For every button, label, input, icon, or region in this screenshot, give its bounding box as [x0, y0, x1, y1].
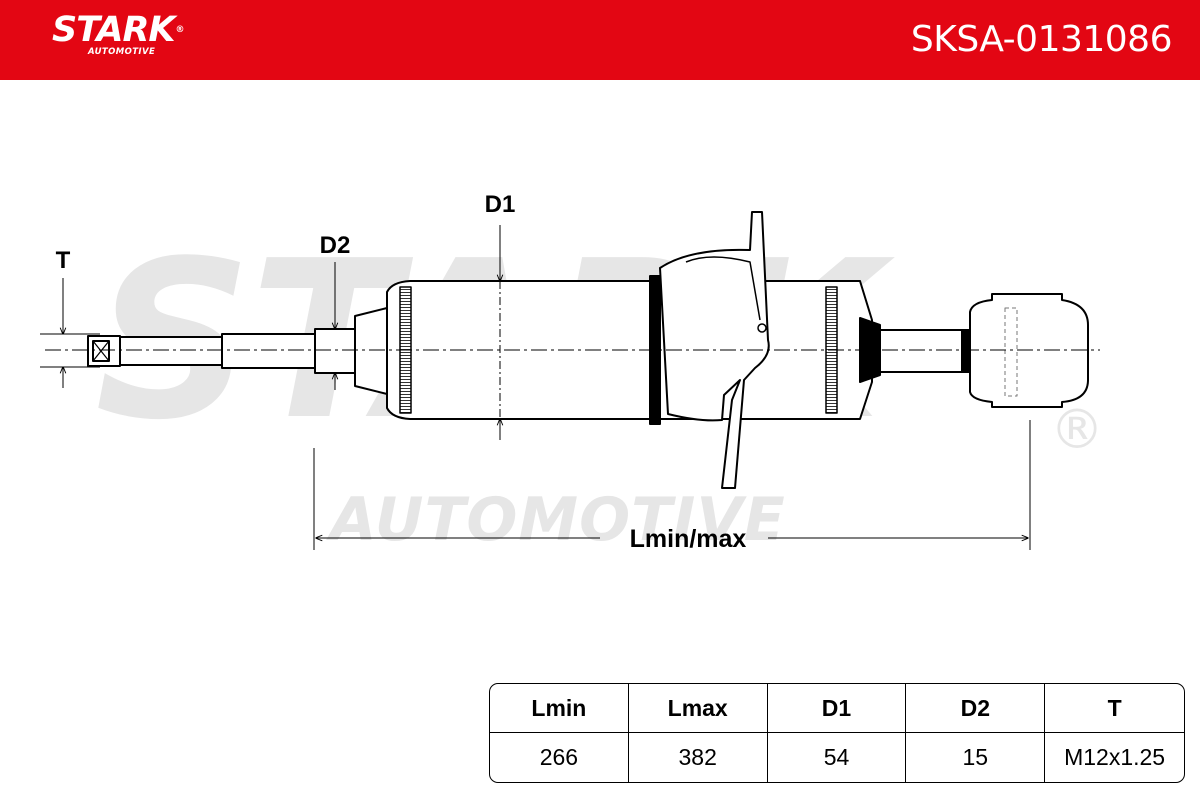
spec-header-row: Lmin Lmax D1 D2 T	[490, 684, 1184, 733]
thread-stud	[87, 335, 121, 367]
spec-header-lmin: Lmin	[490, 684, 629, 733]
spec-header-t: T	[1045, 684, 1184, 733]
spec-value-lmin: 266	[490, 733, 629, 782]
spec-header-lmax: Lmax	[628, 684, 768, 733]
spec-value-d1: 54	[768, 733, 907, 782]
dim-label-length: Lmin/max	[630, 525, 747, 553]
spec-header-d1: D1	[767, 684, 907, 733]
spec-header-d2: D2	[906, 684, 1046, 733]
dim-label-t: T	[56, 247, 71, 274]
part-number: SKSA-0131086	[910, 19, 1173, 60]
piston-rod	[119, 333, 316, 369]
spec-value-row: 266 382 54 15 M12x1.25	[490, 733, 1184, 782]
spec-value-t: M12x1.25	[1064, 744, 1166, 770]
dim-label-d2: D2	[320, 232, 351, 259]
lower-collar	[961, 329, 971, 373]
stark-logo: STARK® AUTOMOTIVE	[52, 10, 185, 57]
rod-collar	[314, 328, 356, 374]
logo-subtitle: AUTOMOTIVE	[88, 47, 156, 57]
spec-table: Lmin Lmax D1 D2 T 266 382 54 15 M12x1.25	[489, 683, 1185, 783]
logo-brand: STARK	[52, 10, 176, 50]
lower-rod	[879, 329, 963, 373]
dim-label-d1: D1	[485, 191, 516, 218]
header-bar: STARK® AUTOMOTIVE SKSA-0131086	[0, 0, 1200, 80]
top-cap	[354, 307, 388, 395]
watermark-registered-mark: ®	[1050, 398, 1104, 461]
spec-value-lmax: 382	[629, 733, 768, 782]
thread-dimension	[40, 278, 100, 388]
watermark-subtitle: AUTOMOTIVE	[330, 485, 786, 555]
spec-value-d2: 15	[906, 733, 1046, 782]
length-dimension	[313, 420, 1031, 550]
